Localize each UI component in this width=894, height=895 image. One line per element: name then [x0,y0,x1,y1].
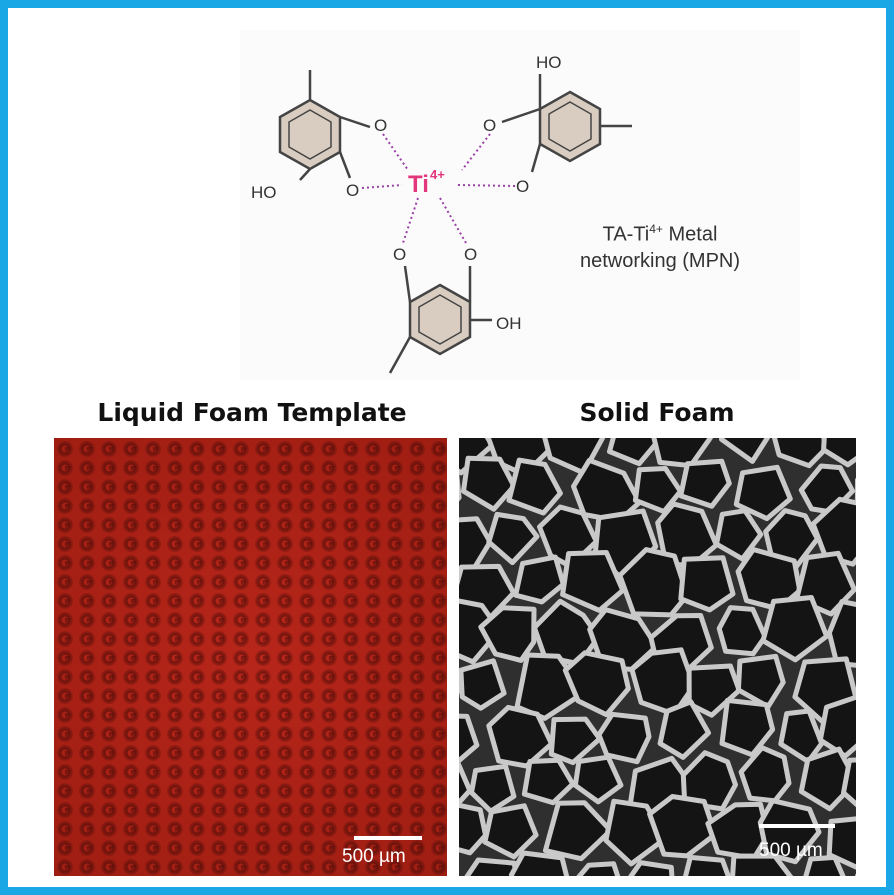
foam-cell [680,750,738,812]
scale-label: 500 µm [759,840,823,861]
foam-cell [810,496,856,567]
foam-cell [678,555,736,613]
foam-cell [572,754,624,805]
foam-cell [817,694,856,759]
foam-cell [459,713,480,764]
foam-cell [478,605,537,663]
oxygen-label: O [393,245,406,264]
foam-cell [678,458,732,509]
foam-cell [657,699,711,760]
foam-cell [826,599,856,668]
titanium-ion-label: Ti [408,171,429,198]
mpn-caption-line2: networking (MPN) [579,249,741,272]
foam-cell [757,798,822,865]
oxygen-label: O [483,116,496,135]
foam-cell [513,554,566,605]
scale-label: 500 µm [342,846,406,867]
oxygen-label: O [516,177,529,196]
foam-cell [486,511,540,566]
catechol-ring-right [501,74,632,173]
oxygen-label: O [374,116,387,135]
hydroxyl-label-top-right: HO [536,53,562,72]
titanium-charge-label: 4+ [430,167,445,182]
ta-ti-complex-diagram: O O HO HO O O [251,53,632,374]
liquid-foam-micrograph: 500 µm [54,438,447,876]
foam-cell [459,759,473,807]
scale-bar [354,836,422,840]
catechol-ring-left [278,70,371,181]
oxygen-label: O [464,245,477,264]
foam-cell [506,457,563,516]
foam-cell [733,464,793,522]
foam-cell [508,850,570,876]
foam-cell [461,455,517,512]
foam-cell [542,800,614,862]
foam-cell [576,861,621,876]
foam-cell [464,857,520,876]
foam-cell [482,803,539,860]
foam-cell [716,605,768,657]
foam-cell [459,658,507,711]
foam-cell [469,763,517,814]
hydroxyl-label-left: HO [251,183,277,202]
foam-cell [647,794,718,859]
foam-cell [562,650,631,718]
foam-cell [548,716,603,766]
foam-cell [826,816,856,870]
foam-cell [760,595,830,663]
foam-cell [771,438,829,469]
coordination-bonds [361,133,516,244]
chemical-structure-scheme: O O HO HO O O [240,30,800,380]
catechol-ring-bottom [388,265,492,374]
mpn-caption: TA-Ti4+ Metal networking (MPN) [540,216,780,274]
foam-cell [803,854,846,876]
foam-cell [686,663,742,718]
mpn-caption-line1: TA-Ti4+ Metal [602,222,718,246]
oxygen-label: O [346,181,359,200]
foam-cell [560,550,626,613]
foam-cell [714,508,764,562]
foam-cell [821,438,856,468]
foam-cell [459,802,489,856]
foam-cell [841,757,856,808]
foam-cell [719,438,771,464]
liquid-foam-title: Liquid Foam Template [97,398,407,427]
foam-cell [486,704,555,769]
solid-foam-network [459,438,856,876]
foam-cell [596,711,652,765]
foam-cell [628,860,675,876]
solid-foam-micrograph: 500 µm [459,438,856,876]
foam-cell [617,547,690,618]
foam-cell [683,854,731,876]
foam-cell [607,438,662,467]
hydroxyl-label-bottom: OH [496,314,522,333]
foam-cell [719,697,776,758]
foam-cell [521,757,576,806]
foam-cell [735,653,786,710]
foam-cell [730,853,794,876]
solid-foam-title: Solid Foam [579,398,735,427]
